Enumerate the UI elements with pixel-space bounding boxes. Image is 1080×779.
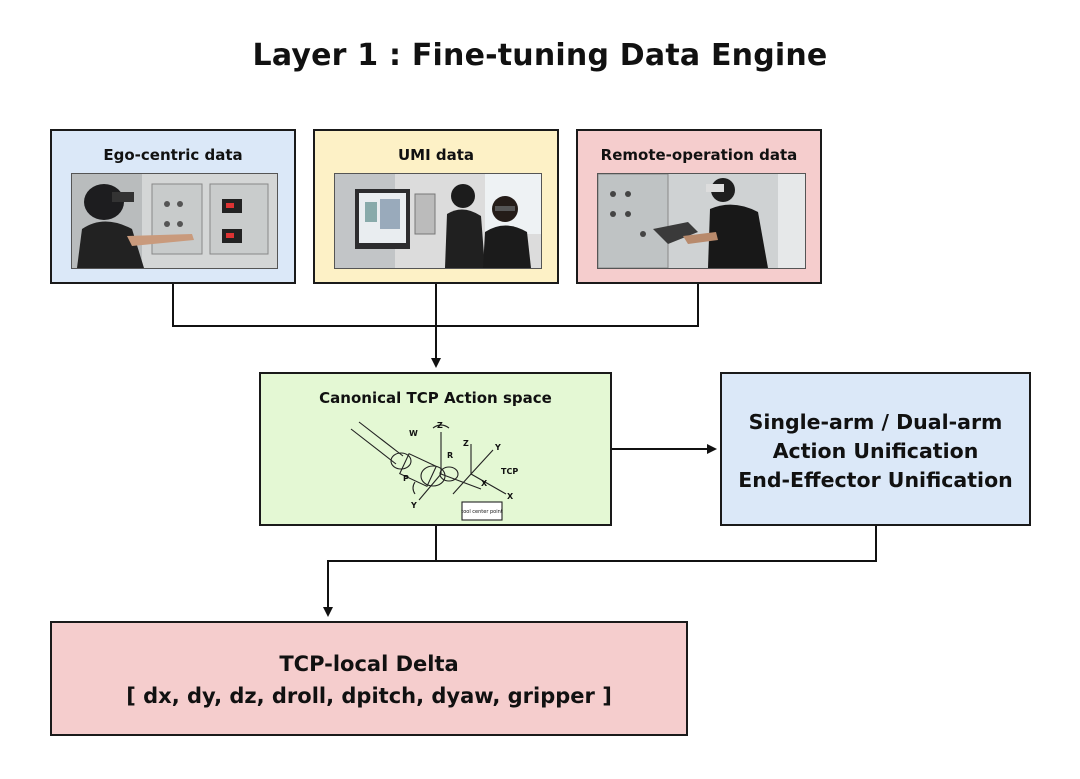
umi-data-box: UMI data	[313, 129, 559, 284]
axis-label-tcp: TCP	[501, 467, 518, 476]
ego-centric-data-label: Ego-centric data	[103, 146, 243, 164]
ego-centric-photo	[71, 173, 278, 269]
connector-merge-to-output	[323, 526, 877, 617]
umi-data-label: UMI data	[397, 146, 475, 164]
remote-operation-data-box: Remote-operation data	[576, 129, 822, 284]
ego-centric-data-box: Ego-centric data	[50, 129, 296, 284]
axis-label-y: Y	[494, 443, 501, 452]
unification-line-1: Single-arm / Dual-arm	[748, 410, 1003, 434]
axis-label-z2: Z	[437, 421, 443, 430]
axis-label-x2: X	[481, 479, 488, 488]
tcp-axes-diagram: Z Y TCP X W P R Z X Y tool center point	[350, 421, 518, 521]
canonical-tcp-action-space-box: Canonical TCP Action space Z Y TCP X W P	[259, 372, 612, 526]
axis-label-x: X	[507, 492, 514, 501]
tcp-local-delta-vector: [ dx, dy, dz, droll, dpitch, dyaw, gripp…	[126, 684, 612, 708]
canonical-tcp-action-space-label: Canonical TCP Action space	[319, 389, 552, 407]
umi-photo	[334, 173, 542, 269]
remote-operation-photo	[597, 173, 806, 269]
axis-label-w: W	[409, 429, 418, 438]
remote-operation-data-label: Remote-operation data	[600, 146, 798, 164]
page-title: Layer 1 : Fine-tuning Data Engine	[252, 38, 828, 73]
tcp-local-delta-box: TCP-local Delta [ dx, dy, dz, droll, dpi…	[50, 621, 688, 736]
axis-label-y2: Y	[410, 501, 417, 510]
tool-center-point-label: tool center point	[461, 509, 503, 515]
unification-box: Single-arm / Dual-arm Action Unification…	[720, 372, 1031, 526]
tcp-local-delta-title: TCP-local Delta	[279, 652, 459, 676]
unification-text: Single-arm / Dual-arm Action Unification…	[722, 408, 1029, 495]
unification-line-3: End-Effector Unification	[738, 468, 1013, 492]
unification-line-2: Action Unification	[772, 439, 979, 463]
axis-label-r: R	[447, 451, 453, 460]
axis-label-p: P	[403, 474, 409, 483]
axis-label-z: Z	[463, 439, 469, 448]
tcp-local-delta-text: TCP-local Delta [ dx, dy, dz, droll, dpi…	[52, 648, 686, 712]
